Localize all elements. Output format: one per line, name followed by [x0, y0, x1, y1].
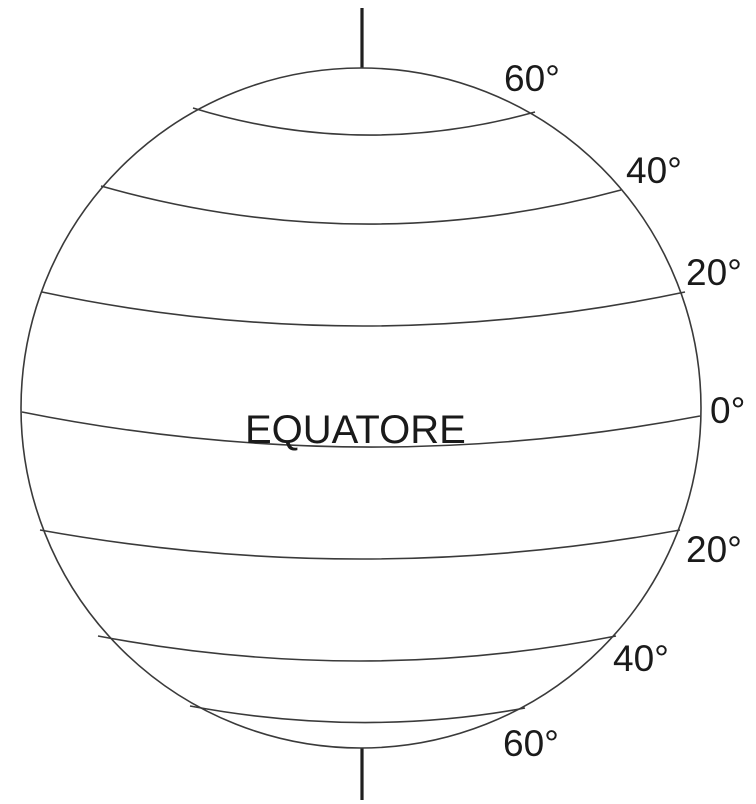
latitude-label-south-40: 40° — [613, 638, 669, 679]
latitude-label-south-20: 20° — [686, 529, 742, 570]
parallel-south-20 — [39, 529, 681, 560]
parallel-north-40 — [100, 185, 622, 225]
latitude-label-north-20: 20° — [686, 252, 742, 293]
parallel-south-40 — [97, 635, 617, 662]
parallel-south-60 — [189, 705, 526, 724]
globe-outline — [20, 67, 702, 749]
latitude-label-equator: 0° — [710, 390, 745, 431]
parallel-north-20 — [41, 291, 686, 327]
latitude-label-north-60: 60° — [504, 58, 560, 99]
parallel-equator — [21, 411, 701, 448]
equator-label: EQUATORE — [245, 408, 466, 452]
latitude-label-north-40: 40° — [626, 150, 682, 191]
latitude-label-south-60: 60° — [503, 723, 559, 764]
parallel-north-60 — [192, 107, 536, 136]
